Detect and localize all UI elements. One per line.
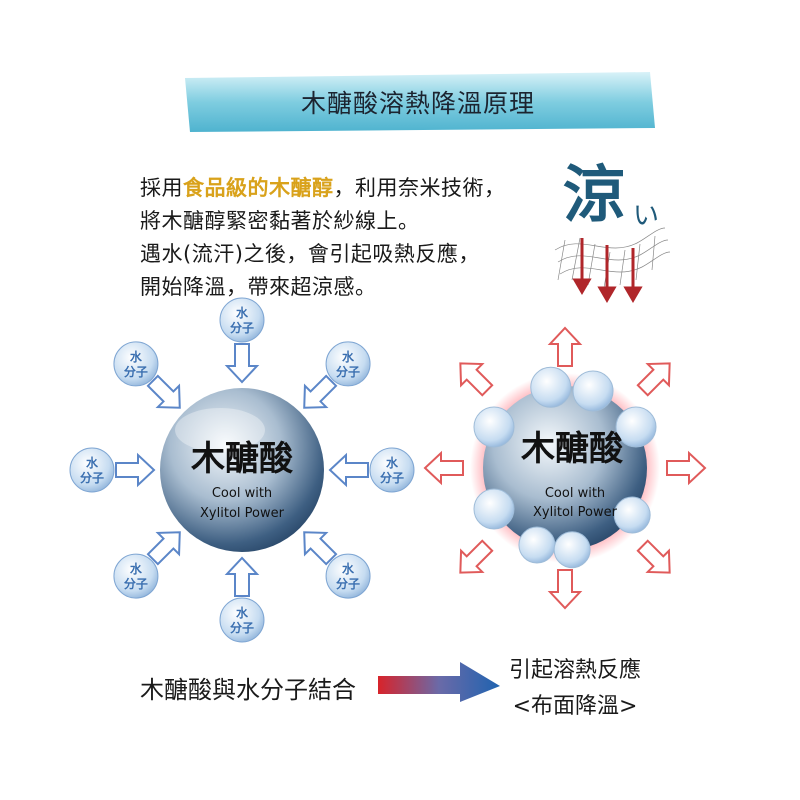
molecule-label-1: 水	[236, 305, 249, 320]
water-bubble	[615, 406, 657, 448]
inward-arrow	[115, 454, 155, 486]
water-molecule: 水分子	[219, 597, 265, 643]
molecule-label-2: 分子	[336, 364, 360, 379]
water-molecule: 水分子	[369, 447, 415, 493]
water-bubble	[473, 488, 515, 530]
water-molecule: 水分子	[325, 341, 371, 387]
molecule-label-2: 分子	[124, 576, 148, 591]
water-bubble	[518, 526, 556, 564]
molecule-label-2: 分子	[380, 470, 404, 485]
molecule-label-2: 分子	[230, 320, 254, 335]
molecule-label-1: 水	[130, 561, 143, 576]
outward-arrow	[424, 452, 464, 484]
water-molecule: 水分子	[325, 553, 371, 599]
outward-arrow	[448, 534, 499, 585]
sphere-label-right: 木醣酸	[520, 429, 624, 469]
sphere-sub1-right: Cool with	[545, 486, 605, 501]
molecule-label-2: 分子	[80, 470, 104, 485]
down-arrows-icon	[572, 238, 643, 303]
cool-kanji: 涼	[563, 158, 626, 231]
molecule-label-1: 水	[342, 561, 355, 576]
molecule-label-1: 水	[236, 605, 249, 620]
water-bubble	[613, 496, 651, 534]
description-line-1: 採用食品級的木醣醇，利用奈米技術，	[140, 172, 506, 202]
sphere-label-left: 木醣酸	[190, 439, 294, 479]
water-molecule: 水分子	[69, 447, 115, 493]
attached-water-bubbles	[473, 366, 657, 569]
sphere-sub1-left: Cool with	[212, 486, 272, 501]
caption-left: 木醣酸與水分子結合	[140, 676, 356, 704]
water-bubble	[572, 370, 614, 412]
xylitol-sphere-left	[160, 388, 324, 552]
xylitol-sphere-right	[483, 386, 647, 550]
sphere-sub2-right: Xylitol Power	[533, 505, 618, 520]
water-bubble	[553, 531, 591, 569]
description-line-3: 遇水(流汗)之後，會引起吸熱反應，	[140, 242, 480, 266]
description-line-4: 開始降溫，帶來超涼感。	[140, 275, 377, 299]
water-bubble	[473, 406, 515, 448]
molecule-label-1: 水	[386, 455, 399, 470]
molecule-label-1: 水	[86, 455, 99, 470]
fabric-icon	[554, 227, 671, 289]
outward-arrow	[448, 351, 499, 402]
inward-arrow	[329, 454, 369, 486]
sphere-sub2-left: Xylitol Power	[200, 506, 285, 521]
description-line-2: 將木醣醇緊密黏著於紗線上。	[140, 209, 420, 233]
outward-arrow	[549, 569, 581, 609]
inward-arrow	[226, 557, 258, 597]
inward-arrow	[226, 343, 258, 383]
cool-kana: い	[633, 201, 660, 231]
line1-prefix: 採用	[140, 176, 183, 200]
line1-highlight: 食品級的木醣醇	[183, 176, 334, 200]
outward-arrow	[631, 534, 682, 585]
caption-right-line2: <布面降溫>	[512, 694, 638, 719]
page-title: 木醣酸溶熱降溫原理	[300, 89, 535, 118]
water-bubble	[530, 366, 572, 408]
transition-arrow	[378, 662, 500, 702]
molecule-label-1: 水	[342, 349, 355, 364]
water-molecule: 水分子	[113, 341, 159, 387]
water-molecule: 水分子	[113, 553, 159, 599]
molecule-label-2: 分子	[124, 364, 148, 379]
molecule-label-1: 水	[130, 349, 143, 364]
outward-arrow	[631, 351, 682, 402]
molecule-label-2: 分子	[230, 620, 254, 635]
caption-right-line1: 引起溶熱反應	[508, 658, 641, 683]
title-banner	[185, 72, 655, 132]
outward-arrow	[666, 452, 706, 484]
outward-arrow	[549, 327, 581, 367]
molecule-label-2: 分子	[336, 576, 360, 591]
water-molecule: 水分子	[219, 297, 265, 343]
line1-suffix: ，利用奈米技術，	[333, 176, 506, 200]
